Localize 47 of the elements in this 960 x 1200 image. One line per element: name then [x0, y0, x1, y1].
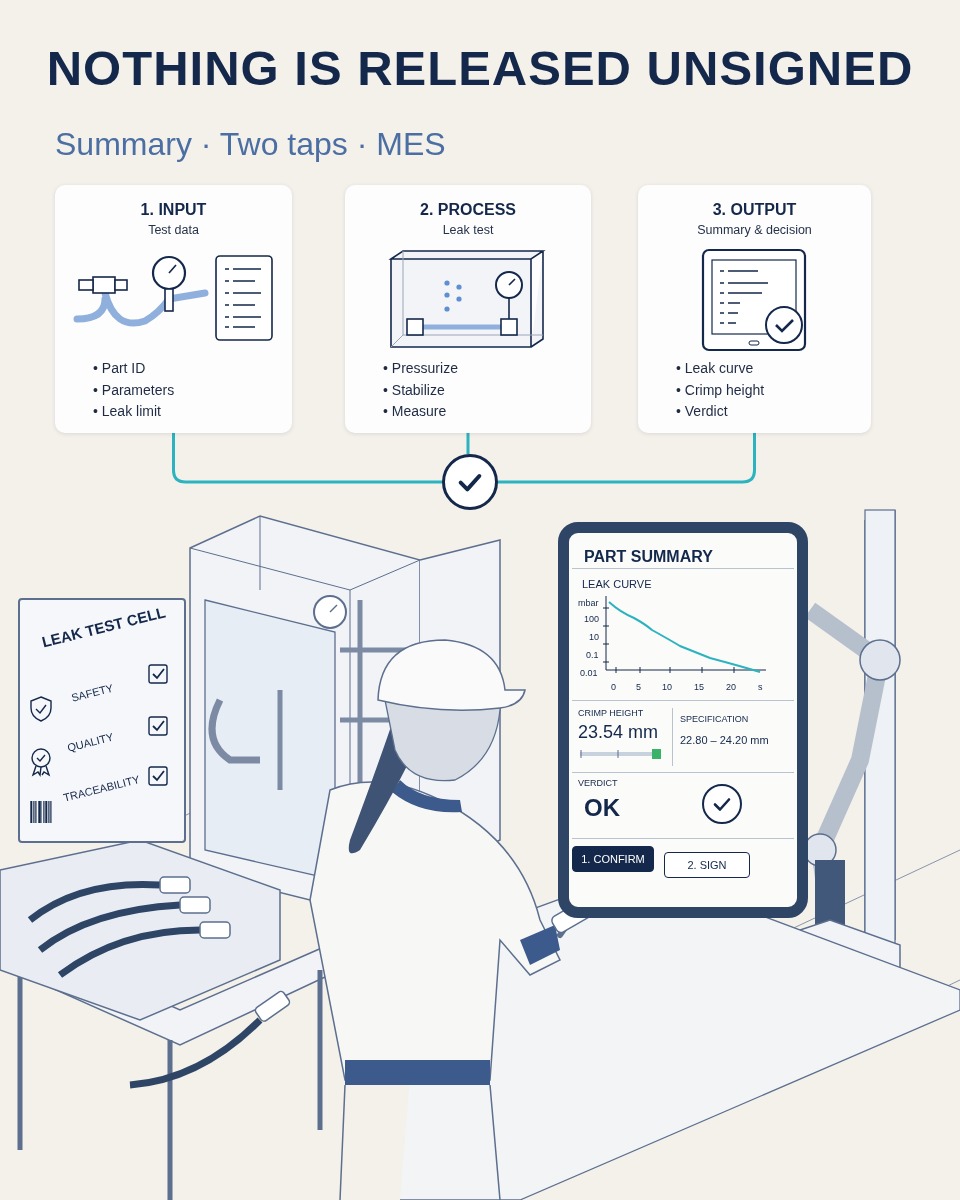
bullet-item: • Part ID — [93, 360, 146, 376]
step-card — [638, 185, 871, 433]
bullet-item: • Stabilize — [383, 381, 445, 398]
field-label: VERDICT — [578, 778, 618, 788]
bullet-item: • Pressurize — [383, 360, 458, 376]
subtitle: Summary · Two taps · MES — [55, 126, 446, 163]
checkmark-circle — [442, 454, 498, 510]
step-subtitle: Summary & decision — [696, 223, 813, 237]
axis-unit: s — [758, 682, 763, 692]
tick-label: 15 — [694, 682, 704, 692]
connector-line — [498, 433, 756, 484]
step-heading: 2. PROCESS — [419, 201, 517, 219]
confirm-button: 1. CONFIRM — [572, 846, 654, 872]
step-heading: 1. INPUT — [139, 201, 208, 219]
verdict-value: OK — [584, 794, 620, 822]
step-card — [345, 185, 591, 433]
sign-title: LEAK TEST CELL — [40, 603, 167, 651]
tick-label: 10 — [589, 632, 599, 642]
step-subtitle: Test data — [147, 223, 200, 237]
step-subtitle: Leak test — [441, 223, 495, 237]
spec-range: 22.80 – 24.20 mm — [680, 734, 769, 746]
sign-button: 2. SIGN — [664, 852, 750, 878]
bullet-item: • Crimp height — [676, 381, 765, 398]
tick-label: 10 — [662, 682, 672, 692]
tick-label: 20 — [726, 682, 736, 692]
step-heading: 3. OUTPUT — [711, 201, 798, 219]
field-label: CRIMP HEIGHT — [578, 708, 644, 718]
axis-unit: mbar — [578, 598, 599, 608]
tick-label: 5 — [636, 682, 641, 692]
tick-label: 100 — [584, 614, 600, 624]
bullet-item: • Measure — [383, 403, 447, 419]
measurement-value: 23.54 mm — [578, 722, 659, 743]
connector-line — [466, 433, 470, 454]
sign-item: SAFETY — [70, 681, 115, 704]
bullet-item: • Leak limit — [93, 403, 161, 419]
tick-label: 0.01 — [580, 668, 598, 678]
connector-line — [172, 433, 442, 484]
screen-title: PART SUMMARY — [584, 548, 713, 566]
bullet-item: • Leak curve — [676, 360, 754, 376]
tick-label: 0 — [611, 682, 616, 692]
field-label: SPECIFICATION — [680, 714, 749, 724]
bullet-item: • Verdict — [676, 403, 728, 419]
title: NOTHING IS RELEASED UNSIGNED — [45, 40, 915, 96]
bullet-item: • Parameters — [93, 381, 175, 398]
tick-label: 0.1 — [586, 650, 599, 660]
chart-title: LEAK CURVE — [582, 578, 652, 590]
step-card — [55, 185, 292, 433]
